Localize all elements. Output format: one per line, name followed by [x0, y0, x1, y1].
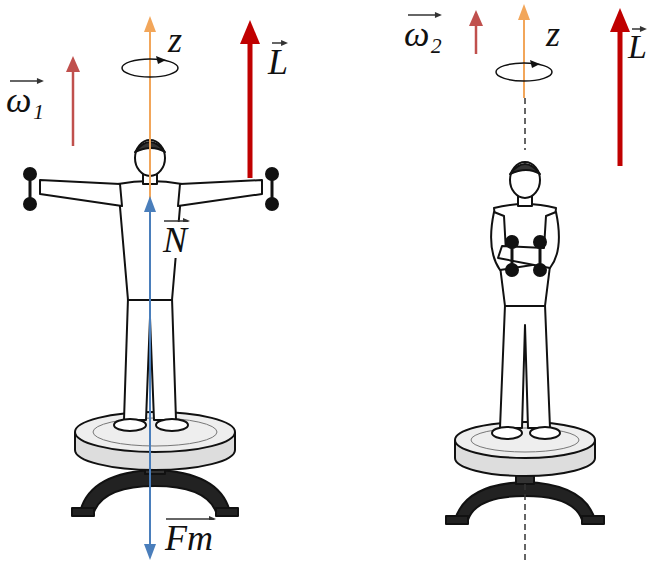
vector-label: ω₁ — [6, 82, 44, 118]
vector-label: Fт — [162, 520, 216, 556]
right-figure — [446, 98, 604, 560]
vector-label: L — [268, 44, 288, 80]
vector-label: z — [168, 22, 182, 58]
left-vectors — [66, 16, 260, 560]
vector-label: z — [546, 16, 560, 52]
vector-label: L — [628, 30, 647, 64]
vector-label: ω₂ — [404, 16, 442, 52]
right-vectors — [469, 4, 630, 166]
vector-label: N — [160, 222, 190, 258]
